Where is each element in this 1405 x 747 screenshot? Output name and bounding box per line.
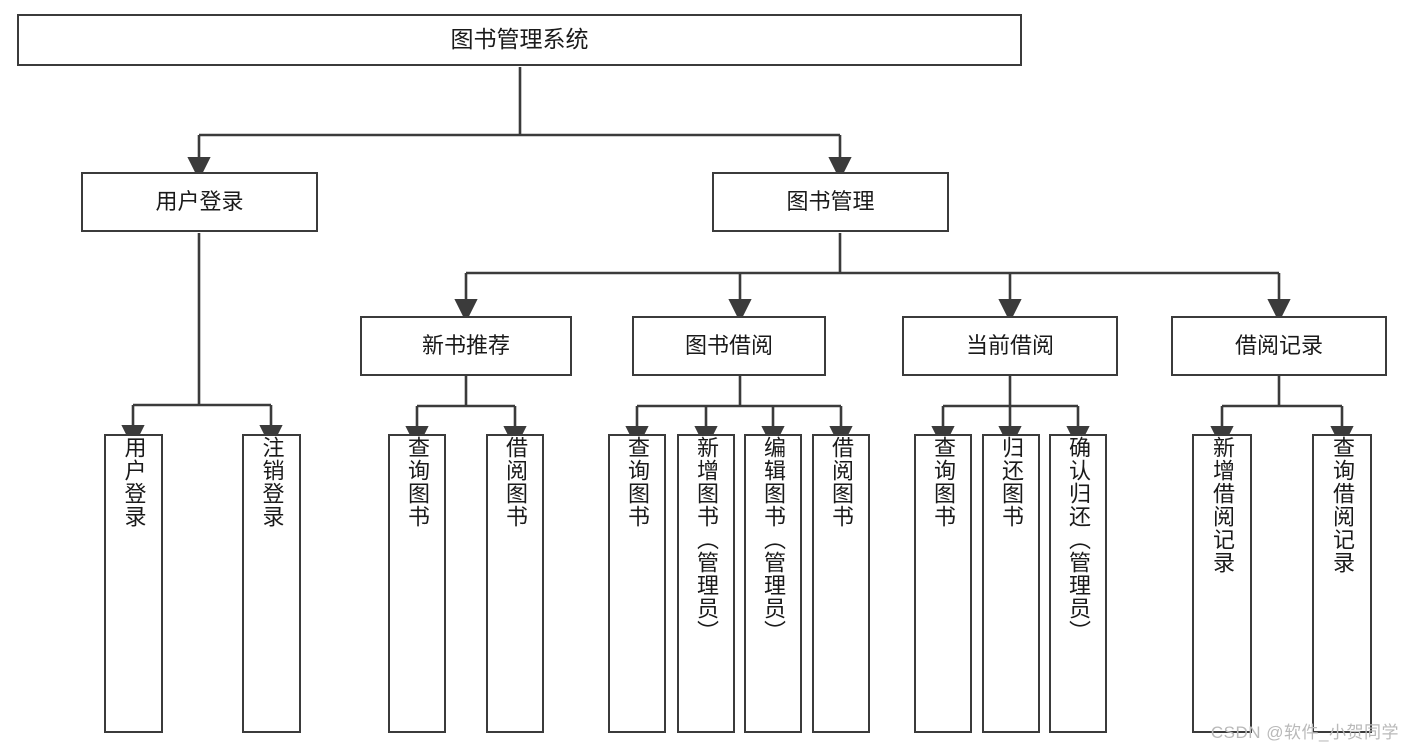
node-book-borrow[interactable]: 图书借阅 [632,316,826,376]
leaf-edit-book-label: 编辑图书（管理员） [761,436,786,643]
leaf-logout-label: 注销登录 [259,436,285,528]
node-root[interactable]: 图书管理系统 [17,14,1022,66]
leaf-logout[interactable]: 注销登录 [242,434,301,733]
node-user-login[interactable]: 用户登录 [81,172,318,232]
leaf-add-record[interactable]: 新增借阅记录 [1192,434,1252,733]
leaf-query-book-3[interactable]: 查询图书 [914,434,972,733]
node-new-book-recommend[interactable]: 新书推荐 [360,316,572,376]
watermark: CSDN @软件_小贺同学 [1210,723,1399,742]
leaf-add-record-label: 新增借阅记录 [1210,436,1235,574]
leaf-borrow-book-2-label: 借阅图书 [829,436,854,528]
node-user-login-label: 用户登录 [155,189,244,215]
leaf-edit-book[interactable]: 编辑图书（管理员） [744,434,802,733]
leaf-query-book-2[interactable]: 查询图书 [608,434,666,733]
leaf-add-book[interactable]: 新增图书（管理员） [677,434,735,733]
leaf-query-book-1-label: 查询图书 [405,436,430,528]
leaf-borrow-book-2[interactable]: 借阅图书 [812,434,870,733]
leaf-borrow-book-1-label: 借阅图书 [503,436,528,528]
leaf-query-book-3-label: 查询图书 [931,436,956,528]
leaf-borrow-book-1[interactable]: 借阅图书 [486,434,544,733]
leaf-query-book-1[interactable]: 查询图书 [388,434,446,733]
leaf-query-book-2-label: 查询图书 [625,436,650,528]
node-book-manage[interactable]: 图书管理 [712,172,949,232]
leaf-return-book[interactable]: 归还图书 [982,434,1040,733]
leaf-confirm-return[interactable]: 确认归还（管理员） [1049,434,1107,733]
node-borrow-record[interactable]: 借阅记录 [1171,316,1387,376]
node-borrow-record-label: 借阅记录 [1234,333,1323,359]
leaf-user-login[interactable]: 用户登录 [104,434,163,733]
node-current-borrow[interactable]: 当前借阅 [902,316,1118,376]
leaf-confirm-return-label: 确认归还（管理员） [1066,436,1091,643]
leaf-user-login-label: 用户登录 [121,436,147,528]
node-book-manage-label: 图书管理 [786,189,875,215]
node-book-borrow-label: 图书借阅 [684,333,773,359]
node-current-borrow-label: 当前借阅 [965,333,1054,359]
node-new-book-recommend-label: 新书推荐 [421,333,510,359]
leaf-add-book-label: 新增图书（管理员） [694,436,719,643]
leaf-query-record-label: 查询借阅记录 [1330,436,1355,574]
leaf-query-record[interactable]: 查询借阅记录 [1312,434,1372,733]
node-root-label: 图书管理系统 [450,26,589,53]
leaf-return-book-label: 归还图书 [999,436,1024,528]
